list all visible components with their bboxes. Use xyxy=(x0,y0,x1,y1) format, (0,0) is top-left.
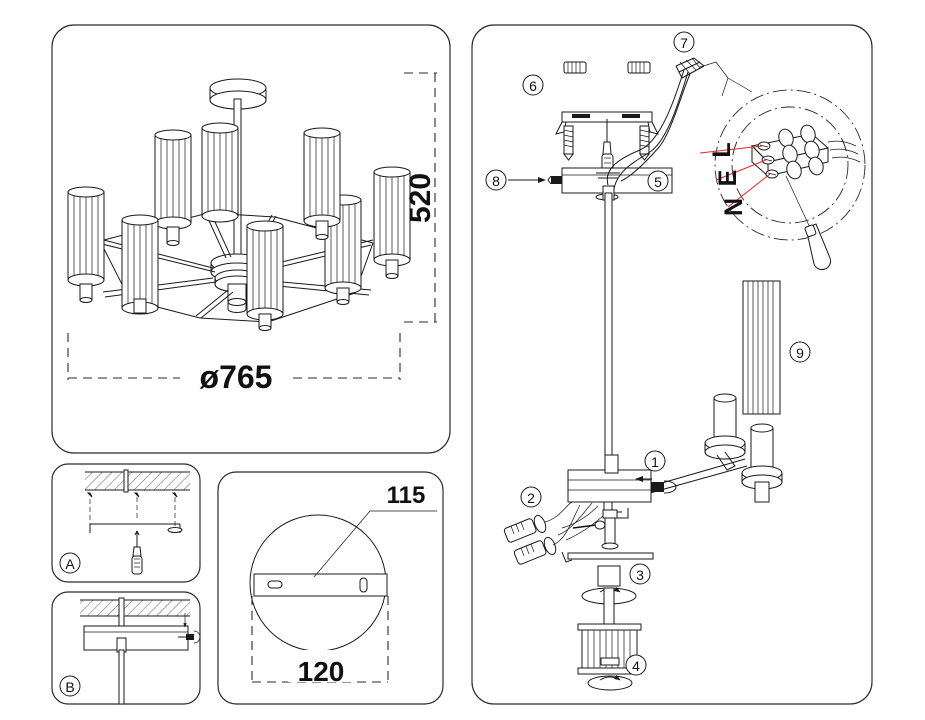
stem-lower xyxy=(567,509,654,560)
dimension-width-label: ø765 xyxy=(200,359,273,395)
cable-a xyxy=(123,469,129,493)
callout-7[interactable]: 7 xyxy=(673,31,695,53)
lamp-shade-group xyxy=(67,122,411,331)
callout-3[interactable]: 3 xyxy=(629,563,651,585)
mounting-bracket-assembly xyxy=(555,61,659,161)
assembly-panel-frame xyxy=(471,24,873,705)
callout-4-label: 4 xyxy=(632,658,640,674)
wire-label-n: N xyxy=(720,198,748,216)
lamp-shade xyxy=(67,186,105,303)
callout-1[interactable]: 1 xyxy=(644,450,666,472)
ceiling-hatch-a xyxy=(85,471,190,491)
fixing-screw-b xyxy=(178,613,201,644)
side-screw-8 xyxy=(508,175,562,185)
base-plate-panel: 115 120 xyxy=(217,471,444,705)
ceiling-hatch-b xyxy=(80,599,190,617)
wall-plug xyxy=(563,61,587,74)
lamp-socket-assembly xyxy=(704,393,783,503)
mounting-bar-a xyxy=(86,492,183,533)
wire-label-l: L xyxy=(708,142,736,157)
callout-5[interactable]: 5 xyxy=(647,170,669,192)
lamp-shade xyxy=(201,122,239,223)
callout-7-label: 7 xyxy=(680,35,688,51)
lamp-shade xyxy=(742,280,781,415)
canopy-plate-b xyxy=(83,625,189,705)
callout-6-label: 6 xyxy=(529,78,537,94)
callout-badges: 1 2 3 4 5 6 7 8 xyxy=(485,31,811,676)
detail-b-label: B xyxy=(65,679,74,695)
callout-1-label: 1 xyxy=(651,454,659,470)
callout-8-label: 8 xyxy=(492,173,500,189)
screw xyxy=(639,125,650,161)
assembly-steps-panel: L E N xyxy=(471,24,873,705)
wall-lamp-detail xyxy=(647,280,783,503)
wire-label-e: E xyxy=(714,170,742,187)
dimension-height-label: 520 xyxy=(404,173,437,223)
terminal-caps xyxy=(778,124,824,180)
callout-9[interactable]: 9 xyxy=(789,341,811,363)
nut-step3 xyxy=(581,565,637,629)
wire-end-bundle xyxy=(675,57,705,79)
detail-a-marker: A xyxy=(59,552,81,574)
terminal-block xyxy=(750,124,861,180)
cable-b xyxy=(118,597,125,627)
dimension-115-label: 115 xyxy=(387,482,426,509)
callout-9-label: 9 xyxy=(796,345,804,361)
screwdriver-icon-a xyxy=(131,530,143,575)
bulb xyxy=(513,536,557,565)
lamp-shade xyxy=(154,129,192,246)
dimension-120-label: 120 xyxy=(298,656,345,687)
callout-6[interactable]: 6 xyxy=(522,74,544,96)
tool-icon xyxy=(804,223,832,271)
dimension-120: 120 xyxy=(251,596,389,687)
detail-b-marker: B xyxy=(59,675,81,697)
lamp-shade xyxy=(373,166,411,279)
callout-3-label: 3 xyxy=(636,567,644,583)
detail-panel-a: A xyxy=(51,463,201,583)
dimension-width: ø765 xyxy=(67,333,401,398)
terminal-screw xyxy=(761,155,775,165)
detail-panel-b: B xyxy=(51,591,201,705)
wire-label-leaders xyxy=(699,145,771,208)
mounting-bar-top-view xyxy=(253,573,388,597)
product-overview-panel: 520 ø765 xyxy=(51,24,451,454)
lamp-shade xyxy=(246,220,284,331)
callout-8[interactable]: 8 xyxy=(485,169,507,191)
terminal-screw xyxy=(765,169,779,179)
callout-2-label: 2 xyxy=(527,490,535,506)
bulb xyxy=(503,514,547,543)
detail-a-label: A xyxy=(65,556,75,572)
dimension-115: 115 xyxy=(313,482,437,578)
supply-wires xyxy=(606,69,691,189)
callout-2[interactable]: 2 xyxy=(520,486,542,508)
lamp-shade xyxy=(121,214,159,315)
callout-4[interactable]: 4 xyxy=(625,654,647,676)
lamp-arm xyxy=(647,458,748,494)
wall-plug xyxy=(627,61,651,74)
dimension-height: 520 xyxy=(404,72,437,323)
lamp-shade xyxy=(303,127,341,240)
flat-washer xyxy=(567,552,654,560)
hub-block-assembly xyxy=(567,454,677,519)
terminal-block-detail: L E N xyxy=(699,61,866,271)
bulb-group xyxy=(503,501,606,565)
callout-5-label: 5 xyxy=(654,174,662,190)
screw xyxy=(563,125,574,161)
cap-step4 xyxy=(587,657,633,691)
